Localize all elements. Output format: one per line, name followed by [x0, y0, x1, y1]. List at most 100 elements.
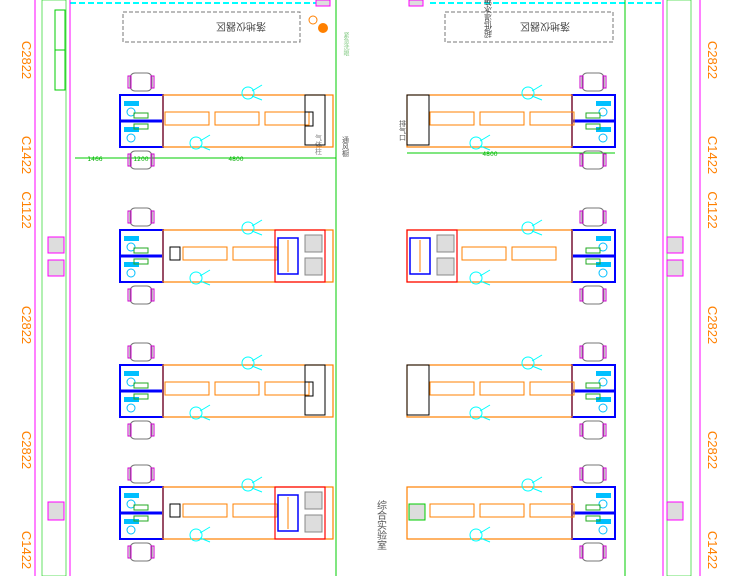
fume-hood [274, 486, 326, 540]
sink-icon [596, 371, 611, 376]
reagent-shelf [479, 503, 525, 518]
drawer-icon [585, 515, 601, 522]
wall-right-frame [666, 0, 692, 576]
faucet-icon [598, 499, 608, 509]
person-arm [479, 269, 491, 286]
chair-icon [129, 72, 153, 92]
chair-arm [579, 345, 584, 359]
drawer-icon [585, 247, 601, 254]
faucet-icon [598, 525, 608, 535]
reagent-shelf [164, 111, 210, 126]
chair-icon [581, 342, 605, 362]
wall-column-right [666, 236, 684, 254]
chair-arm [127, 345, 132, 359]
reagent-shelf [479, 111, 525, 126]
chair-icon [581, 285, 605, 305]
chair-arm [150, 75, 155, 89]
hood-basin [304, 491, 323, 510]
chair-icon [581, 542, 605, 562]
lab-bench [162, 94, 334, 148]
chair-arm [127, 288, 132, 302]
hood-basin [304, 234, 323, 253]
bench-left-row-3 [119, 342, 334, 440]
chair-icon [581, 207, 605, 227]
faucet-icon [126, 133, 136, 143]
person-icon [189, 406, 203, 420]
chair-icon [129, 207, 153, 227]
reagent-shelf [529, 503, 575, 518]
chair-arm [150, 288, 155, 302]
reagent-shelf [461, 246, 507, 261]
wall-column-left [47, 236, 65, 254]
chair-arm [127, 423, 132, 437]
chair-arm [150, 345, 155, 359]
reagent-shelf [511, 246, 557, 261]
drawer-icon [585, 393, 601, 400]
chair-arm [579, 545, 584, 559]
drawer-icon [133, 247, 149, 254]
instrument-zone-left-label: 落地仪器区 [216, 20, 266, 33]
drawer-icon [133, 258, 149, 265]
hood-basin [436, 234, 455, 253]
reagent-shelf [429, 503, 475, 518]
chair-arm [127, 545, 132, 559]
sink-icon [124, 397, 139, 402]
chair-arm [579, 210, 584, 224]
bench-right-row-3 [406, 342, 616, 440]
faucet-icon [598, 403, 608, 413]
instrument-zone-right [444, 11, 614, 43]
drawer-icon [133, 112, 149, 119]
chair-arm [579, 423, 584, 437]
window-label-left-5: C1422 [19, 531, 34, 569]
chair-arm [602, 210, 607, 224]
person-icon [469, 271, 483, 285]
person-icon [241, 221, 255, 235]
dimension-left-offset: 1466 [87, 156, 102, 163]
drawer-icon [585, 112, 601, 119]
faucet-icon [598, 133, 608, 143]
sink-icon [124, 519, 139, 524]
drawer-icon [133, 515, 149, 522]
chair-arm [579, 75, 584, 89]
faucet-icon [598, 107, 608, 117]
faucet-icon [598, 377, 608, 387]
benches [119, 72, 616, 562]
hood-basin [304, 257, 323, 276]
bench-right-row-4 [406, 464, 616, 562]
sink-icon [596, 397, 611, 402]
window-label-left-0: C2822 [19, 41, 34, 79]
faucet-icon [126, 403, 136, 413]
person-arm [251, 354, 263, 371]
reagent-shelf [232, 503, 278, 518]
equipment-unit [408, 503, 426, 521]
sink-icon [596, 262, 611, 267]
window-label-left-4: C2822 [19, 431, 34, 469]
chair-icon [129, 464, 153, 484]
top-wall-right [408, 0, 663, 7]
vent-unit [54, 49, 66, 91]
reagent-shelf [164, 381, 210, 396]
chair-icon [129, 542, 153, 562]
chair-arm [602, 288, 607, 302]
eyewash-label: 紧急洗眼 [342, 31, 349, 57]
person-icon [469, 406, 483, 420]
lab-bench [406, 94, 573, 148]
sink-icon [124, 101, 139, 106]
wall-left-frame [41, 0, 67, 576]
window-label-right-2: C1122 [705, 191, 720, 228]
person-icon [521, 221, 535, 235]
chair-icon [129, 420, 153, 440]
drawer-icon [585, 382, 601, 389]
person-icon [241, 86, 255, 100]
gas-column [304, 381, 314, 397]
faucet-icon [126, 525, 136, 535]
sink-icon [596, 493, 611, 498]
reagent-shelf [529, 381, 575, 396]
faucet-icon [598, 268, 608, 278]
person-icon [521, 478, 535, 492]
person-arm [199, 526, 211, 543]
chair-icon [581, 464, 605, 484]
wall-column-right [666, 259, 684, 277]
reagent-shelf [429, 381, 475, 396]
